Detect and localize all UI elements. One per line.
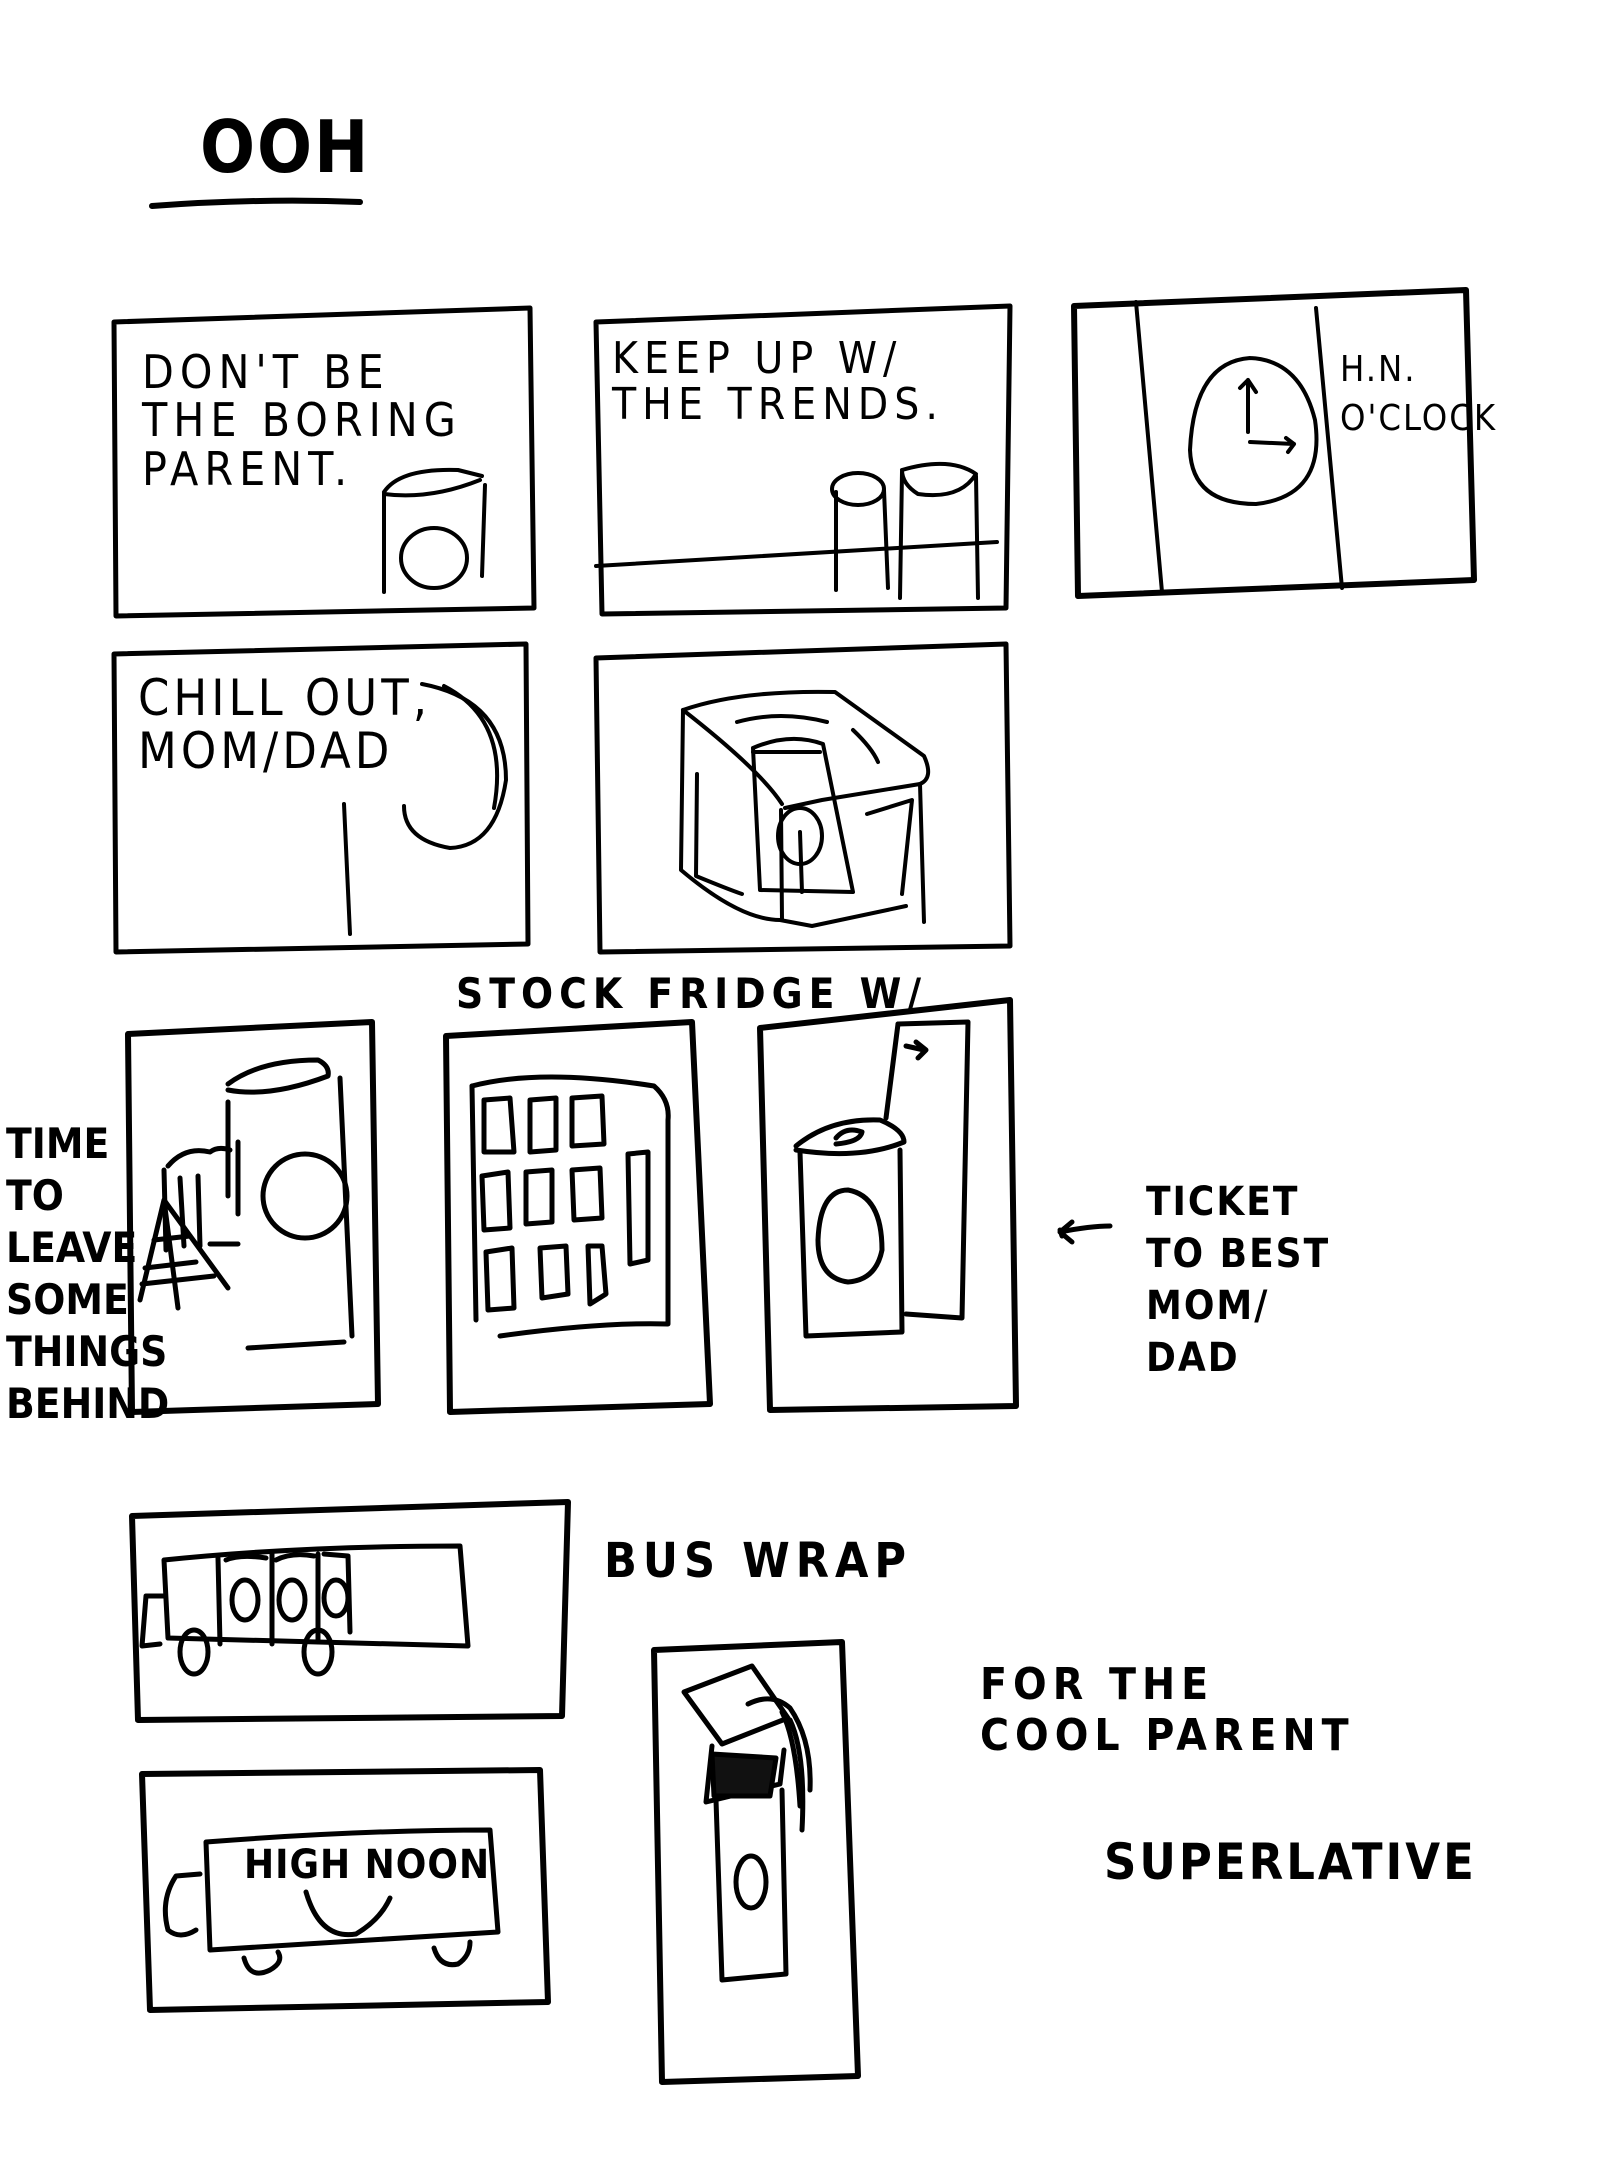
panel-4-frame	[111, 641, 531, 955]
panel-8-frame	[757, 997, 1019, 1413]
panel-6-frame	[125, 1019, 381, 1415]
panel-10-bus-text: HIGH NOON	[244, 1842, 491, 1888]
left-arrow-icon	[1057, 1219, 1113, 1245]
panel-1-headline: DON'T BE THE BORING PARENT.	[142, 345, 462, 496]
panel-8-side-label: TICKET TO BEST MOM/ DAD	[1146, 1179, 1331, 1381]
panel-2-frame	[593, 303, 1013, 617]
panel-10-frame	[139, 1767, 551, 2013]
panel-5-frame	[593, 641, 1013, 955]
ice-cube-can-icon	[679, 689, 931, 928]
panel-7-frame	[443, 1019, 713, 1415]
panel-4-headline: CHILL OUT, MOM/DAD	[138, 669, 431, 780]
panel-7-header: STOCK FRIDGE W/	[456, 969, 928, 1018]
can-icon	[382, 467, 487, 594]
eiffel-tower-cans-icon	[137, 1057, 355, 1351]
panel-11-side-label: FOR THE COOL PARENT	[980, 1659, 1355, 1761]
panel-11-sub-label: SUPERLATIVE	[1104, 1833, 1477, 1891]
bus-cans-icon	[139, 1543, 471, 1677]
title-underline	[149, 197, 363, 209]
panel-3-headline: H.N. O'CLOCK	[1340, 349, 1498, 439]
page-title: OOH	[200, 105, 371, 189]
panel-2-headline: KEEP UP W/ THE TRENDS.	[612, 333, 944, 431]
grad-cap-can-icon	[681, 1663, 813, 1983]
panel-11-frame	[651, 1639, 861, 2085]
panel-1-frame	[111, 305, 537, 619]
panel-9-frame	[129, 1499, 571, 1723]
panel-6-side-label: TIME TO LEAVE SOME THINGS BEHIND	[6, 1119, 170, 1429]
two-cans-on-table-icon	[594, 461, 999, 600]
can-partial-icon	[342, 682, 508, 936]
bus-smile-icon	[162, 1827, 501, 1976]
panel-3-frame	[1071, 287, 1477, 599]
can-ticket-icon	[793, 1019, 971, 1339]
clock-icon	[1188, 356, 1319, 506]
panel-9-side-label: BUS WRAP	[604, 1533, 913, 1589]
fridge-grid-icon	[469, 1074, 671, 1339]
